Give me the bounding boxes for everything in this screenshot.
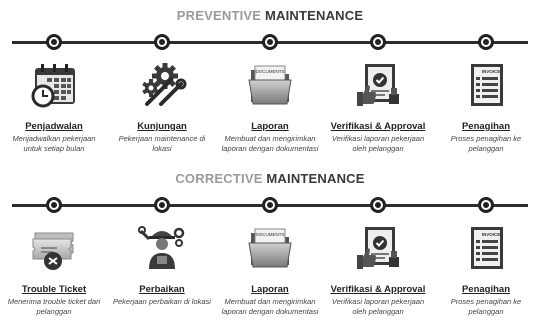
step-kunjungan: Kunjungan Pekerjaan maintenance di lokas… [108, 0, 216, 165]
step-penagihan: INVOICE Penagihan Proses penagihan ke pe… [432, 0, 540, 165]
heading-bold-word: MAINTENANCE [264, 8, 364, 23]
step-description: Membuat dan mengirimkan laporan dengan d… [221, 297, 319, 316]
timeline-dot [154, 197, 170, 213]
step-title: Verifikasi & Approval [330, 121, 426, 132]
timeline-dot [478, 197, 494, 213]
step-verifikasi-approval: Verifikasi & Approval Verifikasi laporan… [324, 163, 432, 328]
step-title: Laporan [251, 284, 289, 295]
step-penjadwalan: Penjadwalan Menjadwalkan pekerjaan untuk… [0, 0, 108, 165]
technician-icon [137, 223, 187, 273]
step-title: Perbaikan [139, 284, 185, 295]
timeline-dot [370, 197, 386, 213]
documents-folder-icon: DOCUMENTS [245, 223, 295, 273]
step-trouble-ticket: Trouble Ticket Menerima trouble ticket d… [0, 163, 108, 328]
step-description: Verifikasi laporan pekerjaan oleh pelang… [331, 297, 425, 316]
documents-folder-icon: DOCUMENTS [245, 60, 295, 110]
approval-stamp-icon [353, 223, 403, 273]
step-title: Penjadwalan [25, 121, 83, 132]
invoice-label: INVOICE [482, 69, 501, 74]
preventive-section: PREVENTIVE MAINTENANCE Penjadwalan Menja… [0, 0, 540, 165]
section-heading: PREVENTIVE MAINTENANCE [0, 8, 540, 23]
invoice-label: INVOICE [482, 232, 501, 237]
step-penagihan: INVOICE Penagihan Proses penagihan ke pe… [432, 163, 540, 328]
heading-light-word: CORRECTIVE [175, 171, 263, 186]
heading-light-word: PREVENTIVE [176, 8, 262, 23]
timeline-dot [46, 34, 62, 50]
documents-label: DOCUMENTS [256, 232, 285, 237]
step-description: Verifikasi laporan pekerjaan oleh pelang… [331, 134, 425, 153]
section-heading: CORRECTIVE MAINTENANCE [0, 171, 540, 186]
trouble-ticket-icon [29, 223, 79, 273]
timeline-dot [154, 34, 170, 50]
step-description: Menerima trouble ticket dari pelanggan [7, 297, 101, 316]
timeline-dot [370, 34, 386, 50]
step-description: Pekerjaan maintenance di lokasi [118, 134, 206, 153]
step-description: Pekerjaan perbaikan di lokasi [113, 297, 211, 306]
invoice-icon: INVOICE [461, 223, 511, 273]
heading-bold-word: MAINTENANCE [266, 171, 365, 186]
approval-stamp-icon [353, 60, 403, 110]
step-title: Verifikasi & Approval [330, 284, 426, 295]
step-laporan: DOCUMENTS Laporan Membuat dan mengirimka… [216, 0, 324, 165]
step-perbaikan: Perbaikan Pekerjaan perbaikan di lokasi [108, 163, 216, 328]
corrective-section: CORRECTIVE MAINTENANCE Trouble Ticket Me… [0, 163, 540, 330]
step-description: Proses penagihan ke pelanggan [450, 297, 522, 316]
step-verifikasi-approval: Verifikasi & Approval Verifikasi laporan… [324, 0, 432, 165]
timeline-dot [46, 197, 62, 213]
step-title: Penagihan [461, 121, 511, 132]
step-title: Penagihan [461, 284, 511, 295]
timeline-dot [262, 197, 278, 213]
step-title: Laporan [251, 121, 289, 132]
step-description: Membuat dan mengirimkan laporan dengan d… [221, 134, 319, 153]
step-title: Kunjungan [137, 121, 187, 132]
gears-tools-icon [137, 60, 187, 110]
invoice-icon: INVOICE [461, 60, 511, 110]
step-description: Proses penagihan ke pelanggan [450, 134, 522, 153]
timeline-dot [262, 34, 278, 50]
step-description: Menjadwalkan pekerjaan untuk setiap bula… [12, 134, 96, 153]
documents-label: DOCUMENTS [256, 69, 285, 74]
calendar-clock-icon [29, 60, 79, 110]
step-laporan: DOCUMENTS Laporan Membuat dan mengirimka… [216, 163, 324, 328]
timeline-dot [478, 34, 494, 50]
step-title: Trouble Ticket [21, 284, 87, 295]
